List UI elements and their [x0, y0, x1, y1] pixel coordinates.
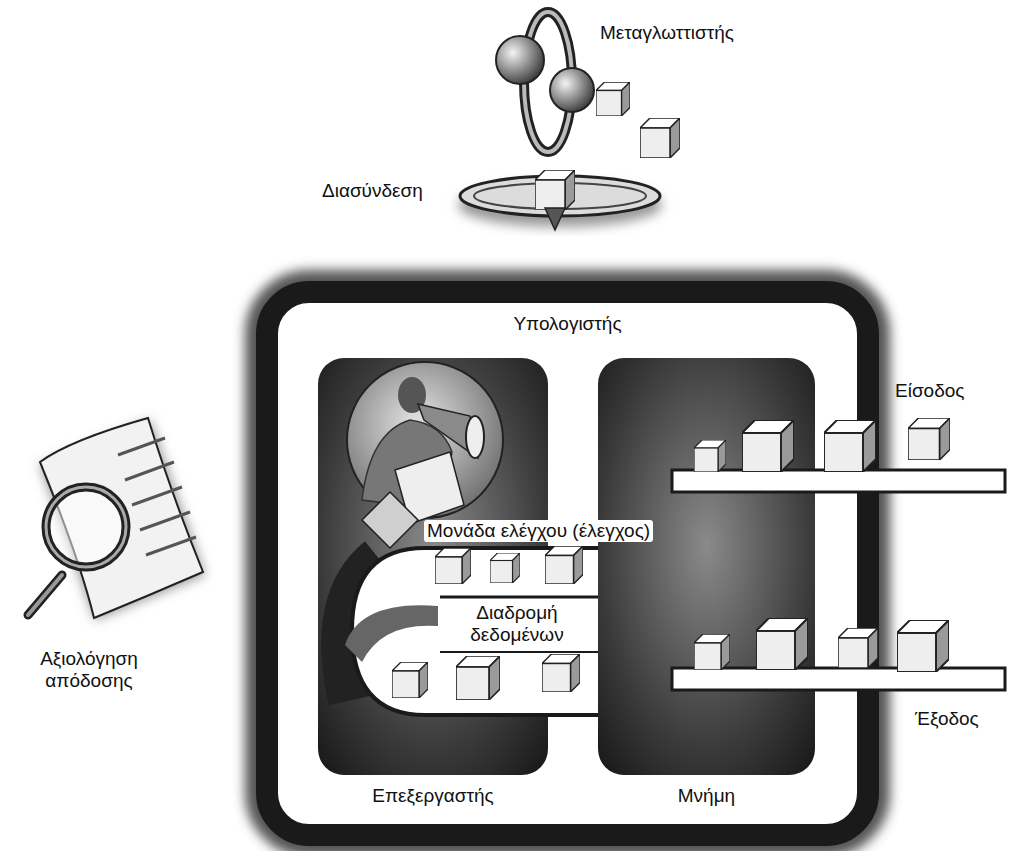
- node-heading: Υπολογιστής: [510, 313, 624, 335]
- performance-icon-part: [46, 487, 126, 567]
- input-label: Είσοδος: [895, 380, 965, 402]
- performance-icon-part: [125, 462, 174, 480]
- processor-box: Επεξεργαστής: [318, 358, 548, 775]
- processor-block-part: [466, 416, 484, 458]
- compiler-icon-part: [596, 82, 630, 116]
- node-heading: Μνήμη: [675, 785, 738, 807]
- compiler-icon-part: [550, 68, 594, 112]
- output-band-part: [897, 620, 949, 672]
- compiler-icon-part: [535, 170, 575, 210]
- computer-housing-part: [267, 292, 868, 835]
- performance-icon-part: [132, 487, 182, 505]
- compiler-icon: [458, 12, 680, 230]
- processor-block-part: [545, 546, 583, 584]
- interface-label: Διασύνδεση: [322, 180, 423, 202]
- input-band-part: [908, 418, 950, 460]
- compiler-icon-part: [640, 118, 680, 158]
- input-band-part: [824, 420, 876, 472]
- input-band-part: [742, 420, 794, 472]
- processor-block-part: [362, 492, 418, 548]
- output-band-part: [672, 668, 1005, 690]
- compiler-icon-part: [496, 36, 544, 84]
- input-band-part: [672, 470, 1005, 492]
- input-band: [672, 418, 1005, 492]
- memory-box: Μνήμη: [598, 358, 815, 775]
- performance-icon-part: [46, 487, 126, 567]
- datapath-label: Διαδρομή δεδομένων: [443, 602, 591, 646]
- performance-icon: [28, 418, 205, 620]
- performance-icon-part: [118, 438, 165, 455]
- processor-block-part: [435, 548, 471, 584]
- processor-block: [318, 358, 600, 775]
- computer-box: ΥπολογιστήςΕπεξεργαστήςΜνήμη: [255, 280, 880, 845]
- compiler-icon-part: [545, 208, 565, 230]
- processor-block-part: [440, 651, 600, 653]
- processor-block-part: [392, 662, 428, 698]
- processor-block-part: [345, 605, 438, 662]
- output-band-part: [756, 618, 808, 670]
- processor-block-part: [542, 654, 580, 692]
- computer-housing: [267, 292, 868, 835]
- performance-icon-part: [28, 575, 62, 615]
- input-band-part: [694, 440, 726, 472]
- memory-block-part: [598, 358, 815, 775]
- performance-icon-part: [40, 418, 203, 618]
- output-label: Έξοδος: [915, 708, 979, 730]
- output-band: [672, 618, 1005, 690]
- performance-label: Αξιολόγηση απόδοσης: [14, 648, 164, 692]
- processor-block-part: [440, 596, 600, 599]
- node-heading: Επεξεργαστής: [369, 785, 496, 807]
- computer-housing-part: [267, 292, 868, 835]
- memory-block: [598, 358, 815, 775]
- compiler-label: Μεταγλωττιστής: [600, 22, 734, 44]
- processor-block-part: [490, 553, 520, 583]
- performance-icon-part: [146, 537, 196, 555]
- performance-icon-part: [28, 575, 62, 615]
- output-band-part: [694, 634, 730, 670]
- performance-icon-part: [140, 512, 190, 530]
- output-band-part: [838, 628, 878, 668]
- processor-block-part: [456, 656, 500, 700]
- control-label: Μονάδα ελέγχου (έλεγχος): [424, 520, 653, 542]
